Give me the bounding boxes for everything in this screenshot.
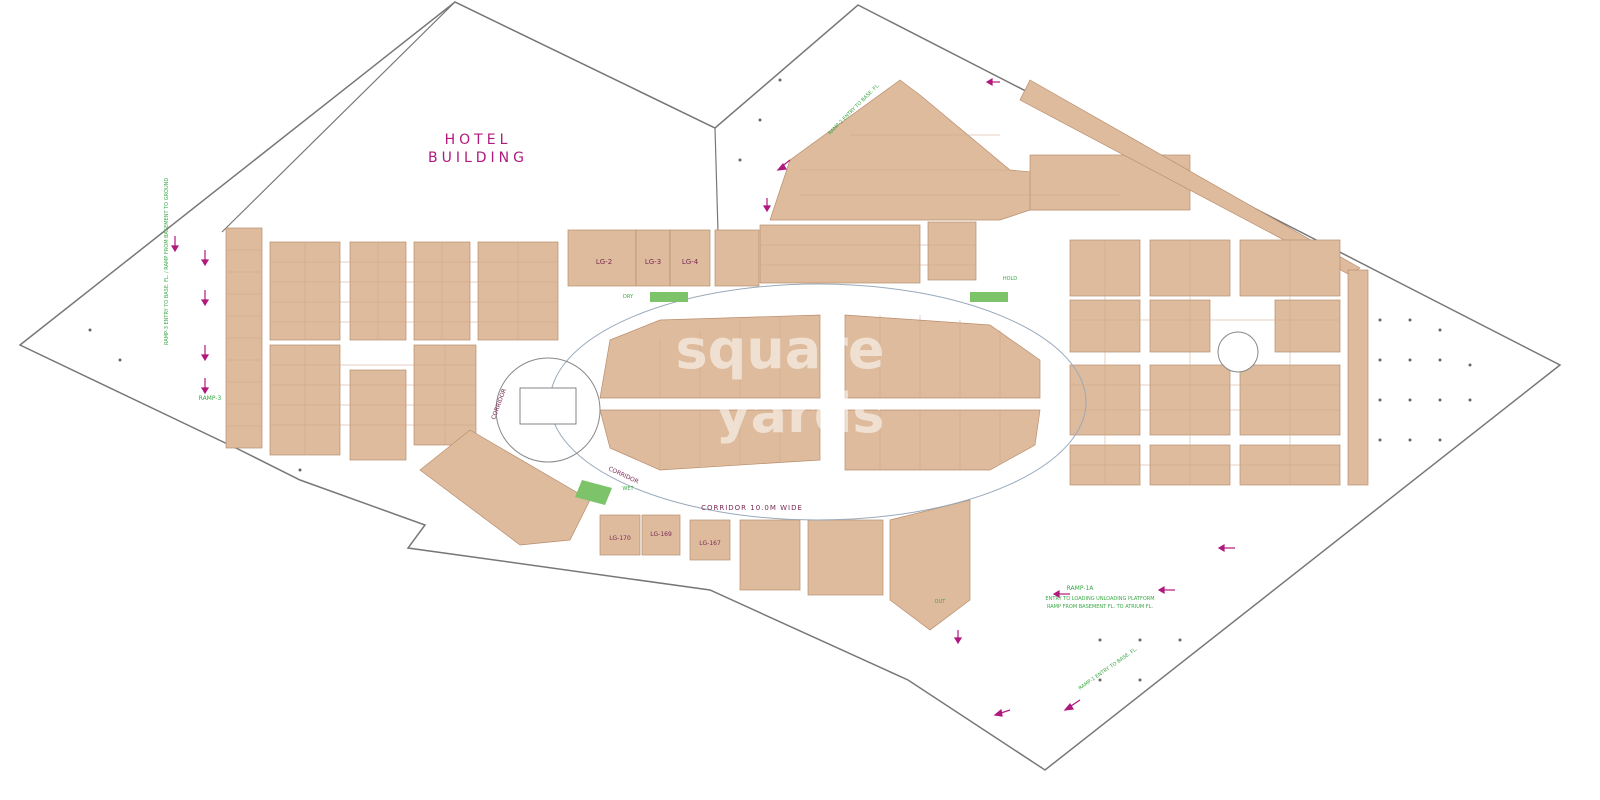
watermark-line2: yards — [715, 382, 884, 445]
unit-lg-167-label: LG-167 — [699, 540, 721, 547]
arrow-down-icon — [200, 250, 210, 267]
shop-block-r-edge — [1347, 269, 1369, 486]
ramp1a-label: RAMP-1A — [1067, 585, 1095, 592]
arrow-left-icon — [1063, 699, 1081, 711]
unit-lg-2 — [567, 229, 637, 287]
arrow-down-icon — [762, 198, 772, 213]
hotel-building-boundary — [221, 1, 719, 233]
unit-lg-169-label: LG-169 — [650, 531, 672, 538]
ramp3-note: RAMP-3 ENTRY TO BASE. FL. / RAMP FROM BA… — [164, 178, 170, 345]
shop-block-top-right — [927, 221, 977, 281]
green-patch-2 — [970, 292, 1008, 302]
dry-label: DRY — [623, 294, 634, 300]
unit-lg-170 — [599, 514, 641, 556]
direction-arrows — [170, 77, 1235, 717]
oval-shop-nw — [599, 314, 821, 399]
oval-shop-se — [844, 409, 1041, 471]
arrow-down-icon — [200, 290, 210, 307]
unit-lg-4-label: LG-4 — [682, 258, 699, 266]
arrow-left-icon — [985, 77, 1000, 87]
unit-lg-169 — [641, 514, 681, 556]
arrow-left-icon — [993, 708, 1011, 717]
unit-lg-170-label: LG-170 — [609, 535, 631, 542]
unit-lg-2-label: LG-2 — [596, 258, 612, 266]
oval-shop-ne — [844, 314, 1041, 399]
shop-block-s1 — [739, 519, 801, 591]
ramp-from-basement-label: RAMP FROM BASEMENT FL. TO ATRIUM FL. — [1047, 604, 1154, 610]
shop-block-r5 — [1149, 299, 1211, 353]
central-atrium-core — [519, 387, 577, 425]
arrow-left-icon — [1217, 543, 1235, 553]
unit-lg-4 — [669, 229, 711, 287]
shop-block-f — [349, 369, 407, 461]
arrow-left-icon — [776, 159, 791, 171]
arrow-down-icon — [200, 378, 210, 395]
hold-label: HOLD — [1003, 276, 1017, 282]
hotel-building-title-line2: BUILDING — [428, 150, 528, 166]
entry-loading-label: ENTRY TO LOADING UNLOADING PLATFORM — [1045, 596, 1154, 602]
arrow-down-icon — [170, 236, 180, 253]
arrow-left-icon — [1052, 589, 1070, 599]
watermark-line1: square — [676, 318, 885, 381]
parking-columns — [88, 78, 1472, 682]
shop-block-s2 — [807, 519, 884, 596]
east-roundabout — [1217, 331, 1259, 373]
unit-lg-3-label: LG-3 — [645, 258, 661, 266]
green-patch-3 — [575, 480, 612, 505]
shop-block-top-mid — [714, 229, 760, 287]
central-atrium — [495, 357, 601, 463]
hotel-building-title-line1: HOTEL — [445, 132, 512, 148]
arrow-left-icon — [1157, 585, 1175, 595]
shop-block-r6 — [1274, 299, 1341, 353]
out-label: OUT — [935, 599, 947, 605]
shop-cell-lines — [226, 134, 1340, 485]
arrow-down-icon — [200, 345, 210, 362]
corridor-main-label: CORRIDOR 10.0M WIDE — [701, 504, 803, 512]
ramp3-label: RAMP-3 — [199, 395, 222, 402]
shop-block-sw-diag — [419, 429, 591, 546]
green-patch-1 — [650, 292, 688, 302]
unit-lg-167 — [689, 519, 731, 561]
oval-shop-sw — [599, 409, 821, 471]
arrow-down-icon — [953, 630, 963, 645]
shop-block-top-mid2 — [759, 224, 921, 284]
wet-label: WET — [622, 486, 634, 492]
